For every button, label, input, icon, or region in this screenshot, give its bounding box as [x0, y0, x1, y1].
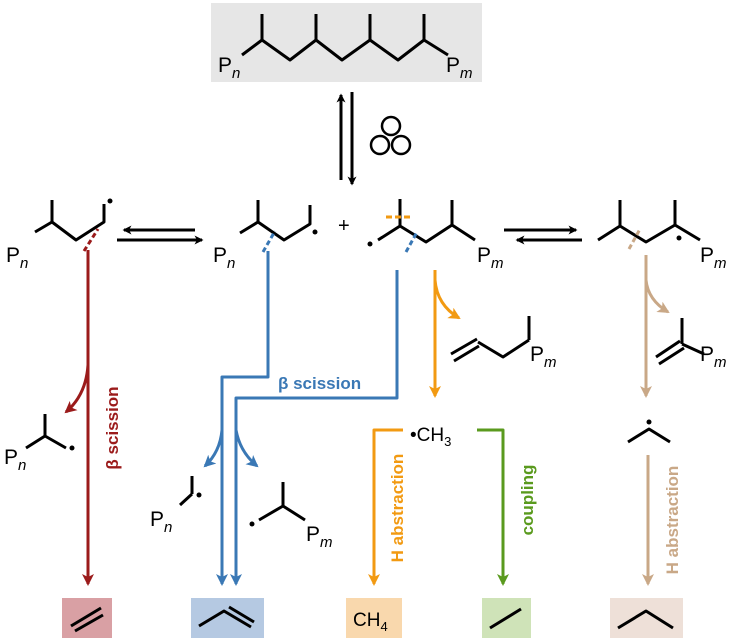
product-propylene — [191, 598, 264, 638]
product-ethane — [482, 598, 531, 638]
scission-mark — [627, 228, 642, 250]
scission-mark — [82, 228, 100, 252]
radical-tertiary: Pm — [597, 200, 727, 272]
plus-sign: + — [338, 215, 350, 237]
pathway-green: coupling — [477, 428, 537, 586]
end-group-left: Pn — [218, 54, 240, 82]
svg-text:Pm: Pm — [530, 343, 557, 371]
svg-text:CH4: CH4 — [353, 610, 388, 634]
svg-text:Pm: Pm — [306, 523, 333, 551]
svg-text:Pn: Pn — [6, 244, 28, 272]
h-abstraction-label-orange: H abstraction — [388, 454, 407, 563]
radical-dot — [676, 235, 682, 241]
h-abstraction-label-tan: H abstraction — [663, 466, 682, 575]
pathway-orange: Pm •CH3 H abstraction — [368, 270, 557, 586]
product-propane — [610, 598, 683, 638]
svg-text:Pn: Pn — [213, 244, 235, 272]
svg-text:Pm: Pm — [700, 244, 727, 272]
radical-methyl-end: Pm — [367, 199, 504, 272]
product-methane: CH4 — [346, 598, 402, 638]
beta-scission-label-red: β scission — [103, 386, 122, 469]
beta-scission-label-blue: β scission — [278, 374, 361, 393]
radical-dot — [367, 241, 373, 247]
three-circles-icon — [369, 115, 412, 156]
end-group-right: Pm — [446, 54, 473, 82]
equilibrium-arrows-vertical — [336, 92, 357, 186]
pathway-blue: β scission Pn Pm — [150, 251, 399, 586]
radical-dot — [312, 229, 318, 235]
radical-dot — [107, 198, 113, 204]
radical-center: Pn — [213, 200, 318, 272]
svg-text:Pn: Pn — [4, 446, 26, 474]
svg-text:Pn: Pn — [150, 508, 172, 536]
polymer-backbone — [241, 38, 449, 62]
polymer-box — [211, 3, 482, 82]
scission-mark — [404, 231, 419, 253]
polymer-chain: Pn Pm — [211, 3, 482, 82]
equilibrium-arrows-left — [117, 225, 204, 245]
svg-text:Pm: Pm — [477, 244, 504, 272]
methyl-radical: •CH3 — [410, 425, 451, 449]
product-ethylene — [62, 598, 112, 638]
scission-mark — [261, 230, 277, 253]
radical-left: Pn — [6, 198, 113, 272]
pathway-tan: Pm H abstraction — [627, 255, 727, 586]
equilibrium-arrows-right — [504, 225, 582, 245]
pathway-red: β scission Pn — [4, 250, 122, 586]
coupling-label: coupling — [518, 465, 537, 536]
svg-text:Pm: Pm — [700, 343, 727, 371]
